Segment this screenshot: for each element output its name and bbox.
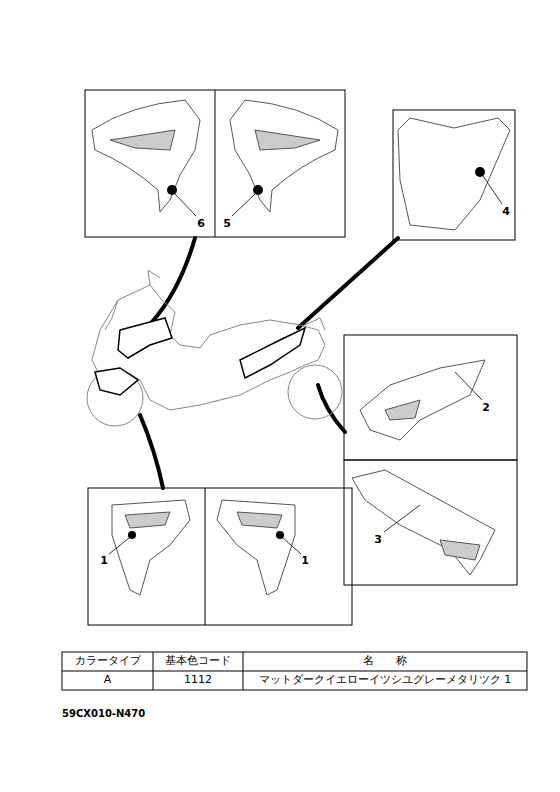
motorcycle-panels <box>95 318 305 395</box>
callout-number: 4 <box>502 206 510 218</box>
inset-frames <box>85 90 517 625</box>
group-leaders <box>140 238 398 488</box>
color-table <box>62 652 527 690</box>
table-cell: A <box>104 674 112 686</box>
callout-dots <box>128 167 485 539</box>
table-cell: 1112 <box>184 674 212 686</box>
callout-number: 3 <box>374 534 382 546</box>
table-cell: マットダークイエローイツシユグレーメタリツク 1 <box>259 674 512 686</box>
callout-number: 5 <box>223 218 231 230</box>
callout-number: 6 <box>197 218 205 230</box>
decal-parts <box>92 100 510 595</box>
table-header: 基本色コード <box>165 655 231 667</box>
drawing-code: 59CX010-N470 <box>62 708 145 719</box>
callout-number: 1 <box>100 555 108 567</box>
callout-number: 2 <box>482 402 490 414</box>
motorcycle-outline <box>87 270 342 426</box>
callout-number: 1 <box>301 555 309 567</box>
callout-leaders <box>109 176 502 554</box>
table-header: カラータイプ <box>75 655 141 667</box>
table-header: 名 称 <box>363 655 407 667</box>
